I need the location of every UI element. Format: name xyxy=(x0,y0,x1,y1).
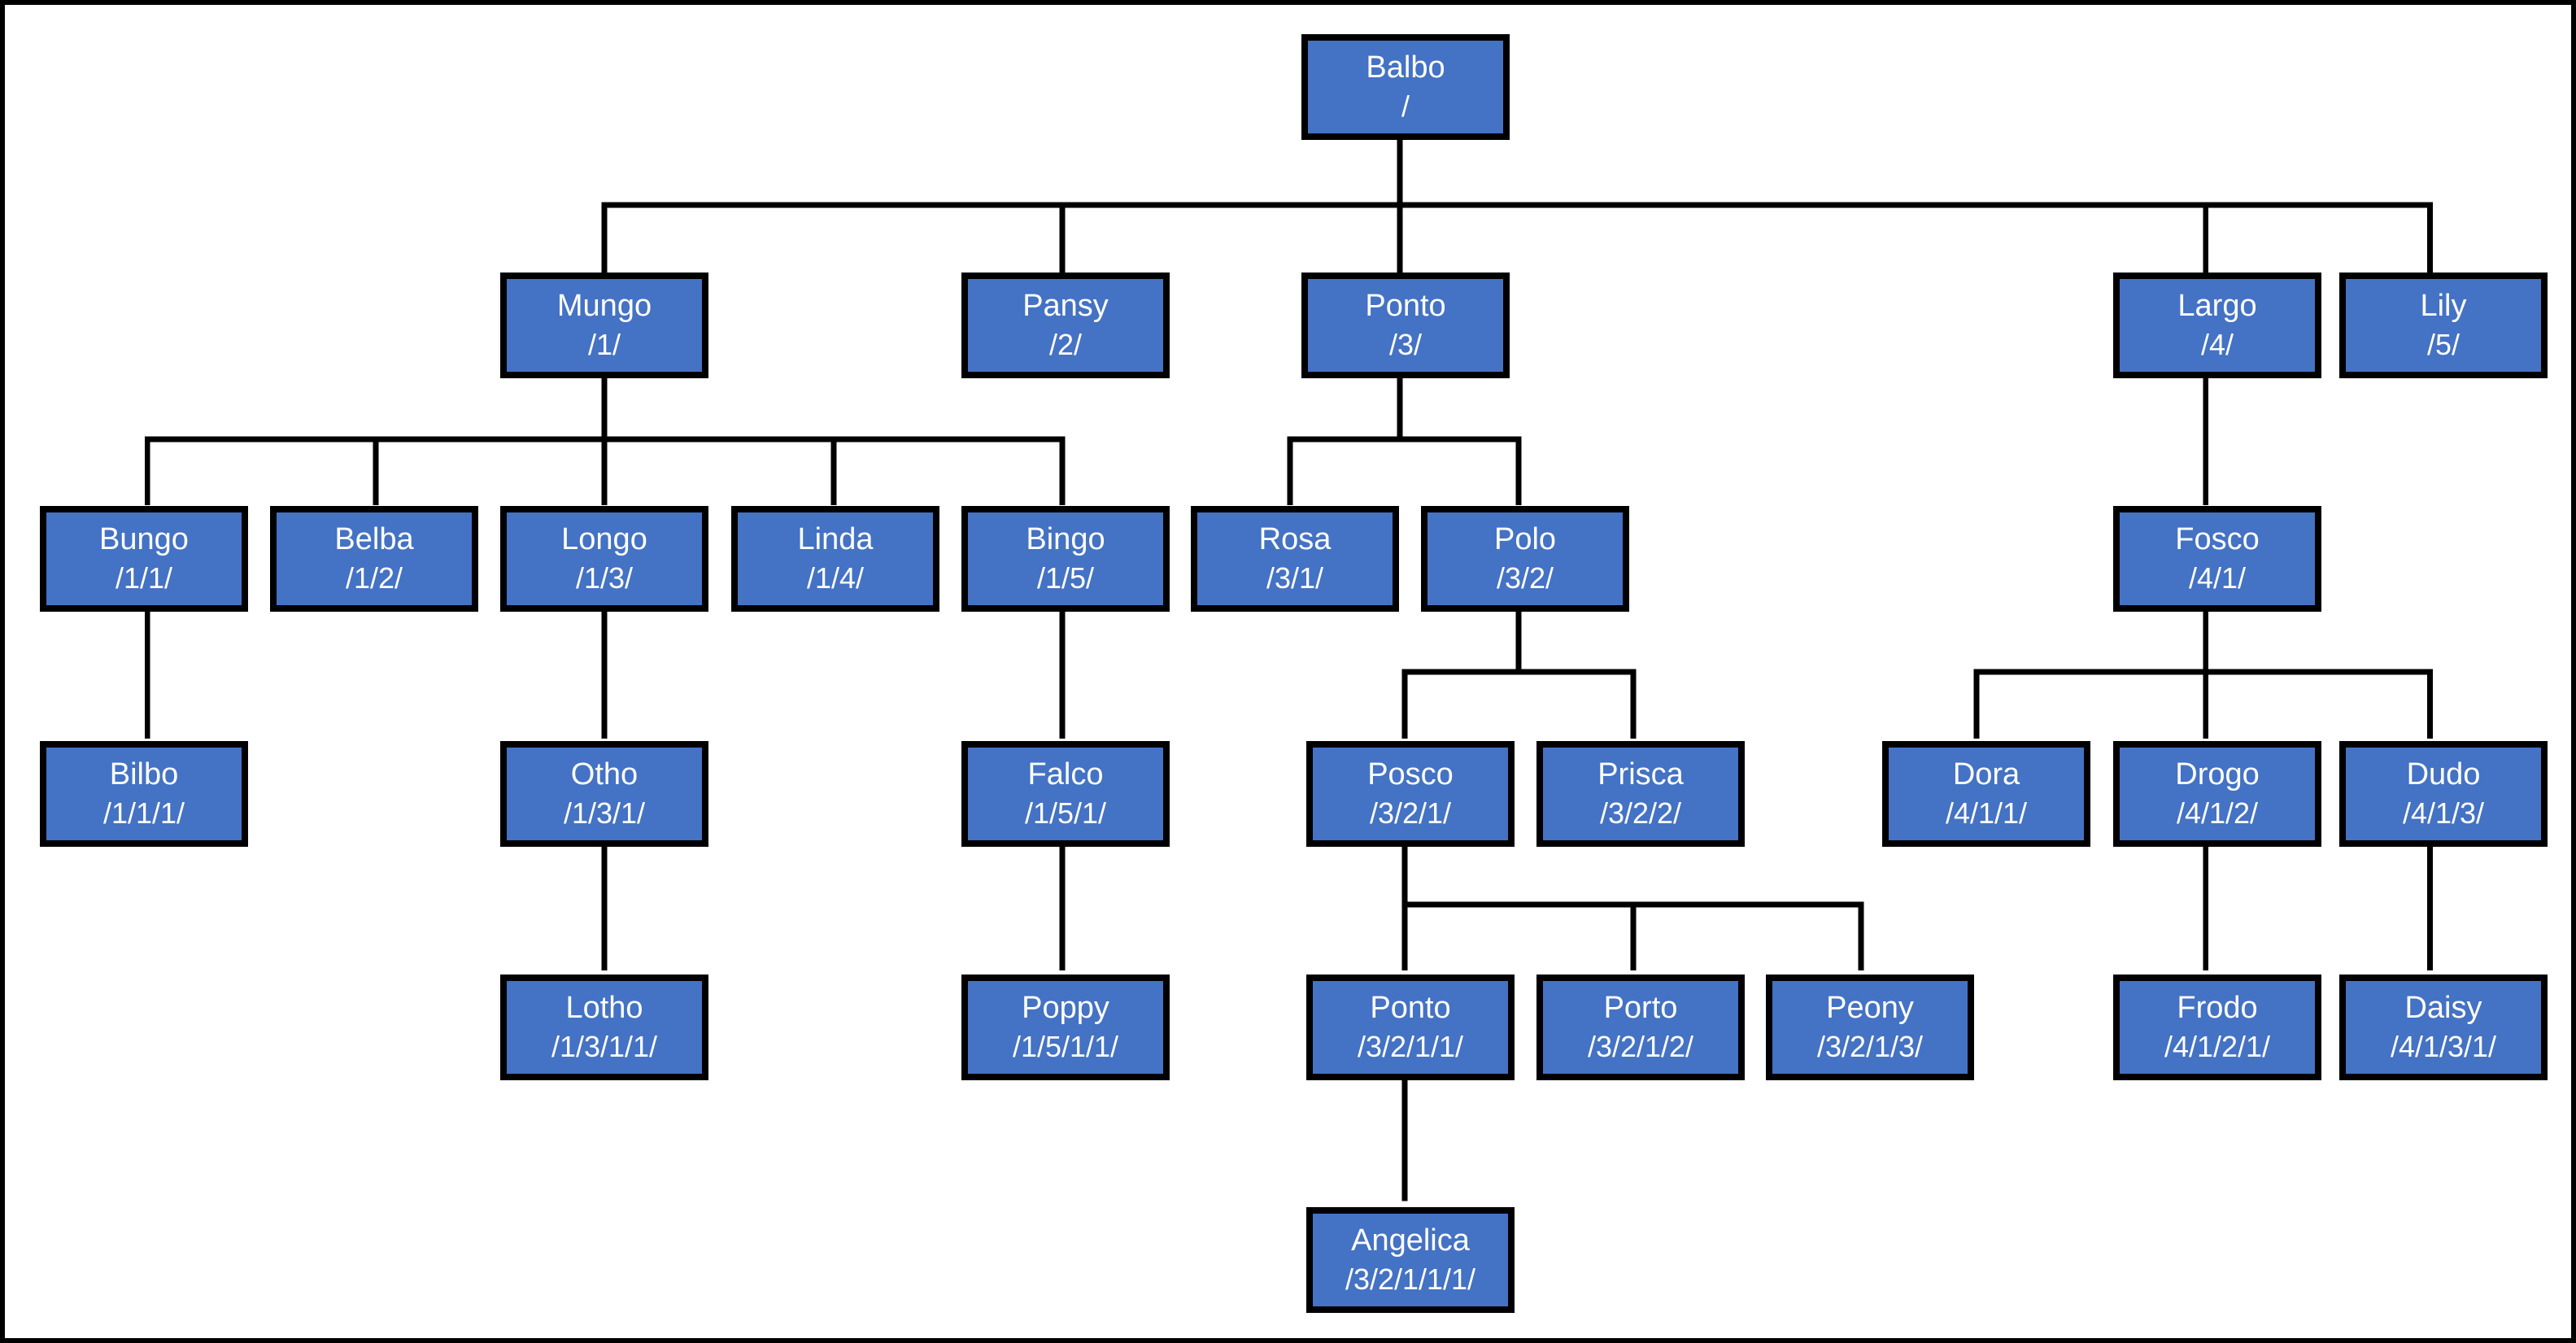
node-path-code: /4/1/2/ xyxy=(2176,796,2259,830)
node-name: Frodo xyxy=(2177,991,2258,1025)
tree-node-ponto: Ponto/3/ xyxy=(1301,273,1510,378)
tree-node-daisy: Daisy/4/1/3/1/ xyxy=(2339,975,2548,1080)
tree-node-poppy: Poppy/1/5/1/1/ xyxy=(961,975,1170,1080)
tree-node-ponto2: Ponto/3/2/1/1/ xyxy=(1306,975,1515,1080)
node-path-code: / xyxy=(1401,89,1410,123)
node-path-code: /3/2/1/3/ xyxy=(1816,1030,1924,1063)
node-path-code: /3/2/1/1/ xyxy=(1357,1030,1464,1063)
node-path-code: /1/3/ xyxy=(575,561,634,595)
tree-node-lily: Lily/5/ xyxy=(2339,273,2548,378)
tree-node-polo: Polo/3/2/ xyxy=(1421,506,1629,612)
node-path-code: /3/2/1/ xyxy=(1369,796,1452,830)
node-path-code: /1/3/1/1/ xyxy=(551,1030,658,1063)
node-name: Ponto xyxy=(1370,991,1451,1025)
node-path-code: /1/5/1/1/ xyxy=(1012,1030,1119,1063)
node-name: Bilbo xyxy=(109,757,179,791)
tree-node-belba: Belba/1/2/ xyxy=(270,506,478,612)
tree-node-dora: Dora/4/1/1/ xyxy=(1882,741,2090,847)
node-name: Longo xyxy=(561,522,647,556)
node-path-code: /1/2/ xyxy=(345,561,403,595)
node-name: Largo xyxy=(2177,289,2257,323)
tree-node-frodo: Frodo/4/1/2/1/ xyxy=(2113,975,2321,1080)
tree-node-pansy: Pansy/2/ xyxy=(961,273,1170,378)
node-path-code: /3/ xyxy=(1388,328,1423,361)
node-path-code: /1/3/1/ xyxy=(563,796,646,830)
tree-node-otho: Otho/1/3/1/ xyxy=(500,741,708,847)
node-path-code: /4/1/1/ xyxy=(1945,796,2028,830)
node-name: Mungo xyxy=(556,289,652,323)
node-path-code: /1/ xyxy=(587,328,621,361)
node-name: Dudo xyxy=(2406,757,2481,791)
node-path-code: /1/1/1/ xyxy=(102,796,185,830)
tree-node-bilbo: Bilbo/1/1/1/ xyxy=(40,741,248,847)
tree-node-peony: Peony/3/2/1/3/ xyxy=(1766,975,1974,1080)
tree-node-balbo: Balbo / xyxy=(1301,34,1510,140)
node-name: Lotho xyxy=(565,991,643,1025)
node-path-code: /4/1/3/ xyxy=(2402,796,2485,830)
node-path-code: /3/2/1/1/1/ xyxy=(1345,1262,1476,1296)
node-name: Dora xyxy=(1952,757,2020,791)
tree-node-dudo: Dudo/4/1/3/ xyxy=(2339,741,2548,847)
tree-node-mungo: Mungo/1/ xyxy=(500,273,708,378)
node-name: Polo xyxy=(1493,522,1557,556)
tree-node-linda: Linda/1/4/ xyxy=(731,506,939,612)
node-path-code: /5/ xyxy=(2426,328,2460,361)
tree-node-falco: Falco/1/5/1/ xyxy=(961,741,1170,847)
tree-node-posco: Posco/3/2/1/ xyxy=(1306,741,1515,847)
node-path-code: /1/4/ xyxy=(806,561,865,595)
node-name: Rosa xyxy=(1258,522,1332,556)
tree-node-drogo: Drogo/4/1/2/ xyxy=(2113,741,2321,847)
node-name: Falco xyxy=(1027,757,1104,791)
node-name: Otho xyxy=(570,757,639,791)
node-path-code: /2/ xyxy=(1048,328,1083,361)
tree-node-porto: Porto/3/2/1/2/ xyxy=(1536,975,1745,1080)
node-path-code: /1/1/ xyxy=(115,561,173,595)
node-path-code: /4/1/3/1/ xyxy=(2390,1030,2497,1063)
node-path-code: /4/1/ xyxy=(2188,561,2247,595)
node-name: Peony xyxy=(1826,991,1914,1025)
node-path-code: /3/2/2/ xyxy=(1599,796,1682,830)
node-name: Porto xyxy=(1603,991,1678,1025)
node-path-code: /1/5/ xyxy=(1036,561,1095,595)
tree-node-bingo: Bingo/1/5/ xyxy=(961,506,1170,612)
node-path-code: /4/ xyxy=(2200,328,2234,361)
connector-lines xyxy=(144,136,2434,1201)
node-name: Bingo xyxy=(1026,522,1105,556)
tree-node-fosco: Fosco/4/1/ xyxy=(2113,506,2321,612)
node-name: Prisca xyxy=(1597,757,1684,791)
node-path-code: /4/1/2/1/ xyxy=(2164,1030,2271,1063)
node-name: Lily xyxy=(2420,289,2467,323)
tree-node-lotho: Lotho/1/3/1/1/ xyxy=(500,975,708,1080)
node-path-code: /3/1/ xyxy=(1266,561,1324,595)
tree-node-longo: Longo/1/3/ xyxy=(500,506,708,612)
node-name: Belba xyxy=(334,522,414,556)
node-name: Linda xyxy=(797,522,874,556)
tree-node-angelica: Angelica/3/2/1/1/1/ xyxy=(1306,1207,1515,1313)
node-name: Ponto xyxy=(1365,289,1446,323)
node-name: Posco xyxy=(1367,757,1454,791)
node-name: Pansy xyxy=(1022,289,1109,323)
node-path-code: /3/2/ xyxy=(1496,561,1554,595)
node-name: Drogo xyxy=(2175,757,2260,791)
node-name: Balbo xyxy=(1366,50,1445,85)
node-name: Daisy xyxy=(2404,991,2482,1025)
node-name: Fosco xyxy=(2175,522,2260,556)
node-path-code: /3/2/1/2/ xyxy=(1587,1030,1694,1063)
node-name: Bungo xyxy=(99,522,189,556)
node-name: Angelica xyxy=(1351,1223,1470,1258)
node-name: Poppy xyxy=(1022,991,1109,1025)
tree-node-rosa: Rosa/3/1/ xyxy=(1191,506,1399,612)
tree-node-bungo: Bungo/1/1/ xyxy=(40,506,248,612)
tree-node-prisca: Prisca/3/2/2/ xyxy=(1536,741,1745,847)
tree-node-largo: Largo/4/ xyxy=(2113,273,2321,378)
node-path-code: /1/5/1/ xyxy=(1024,796,1107,830)
